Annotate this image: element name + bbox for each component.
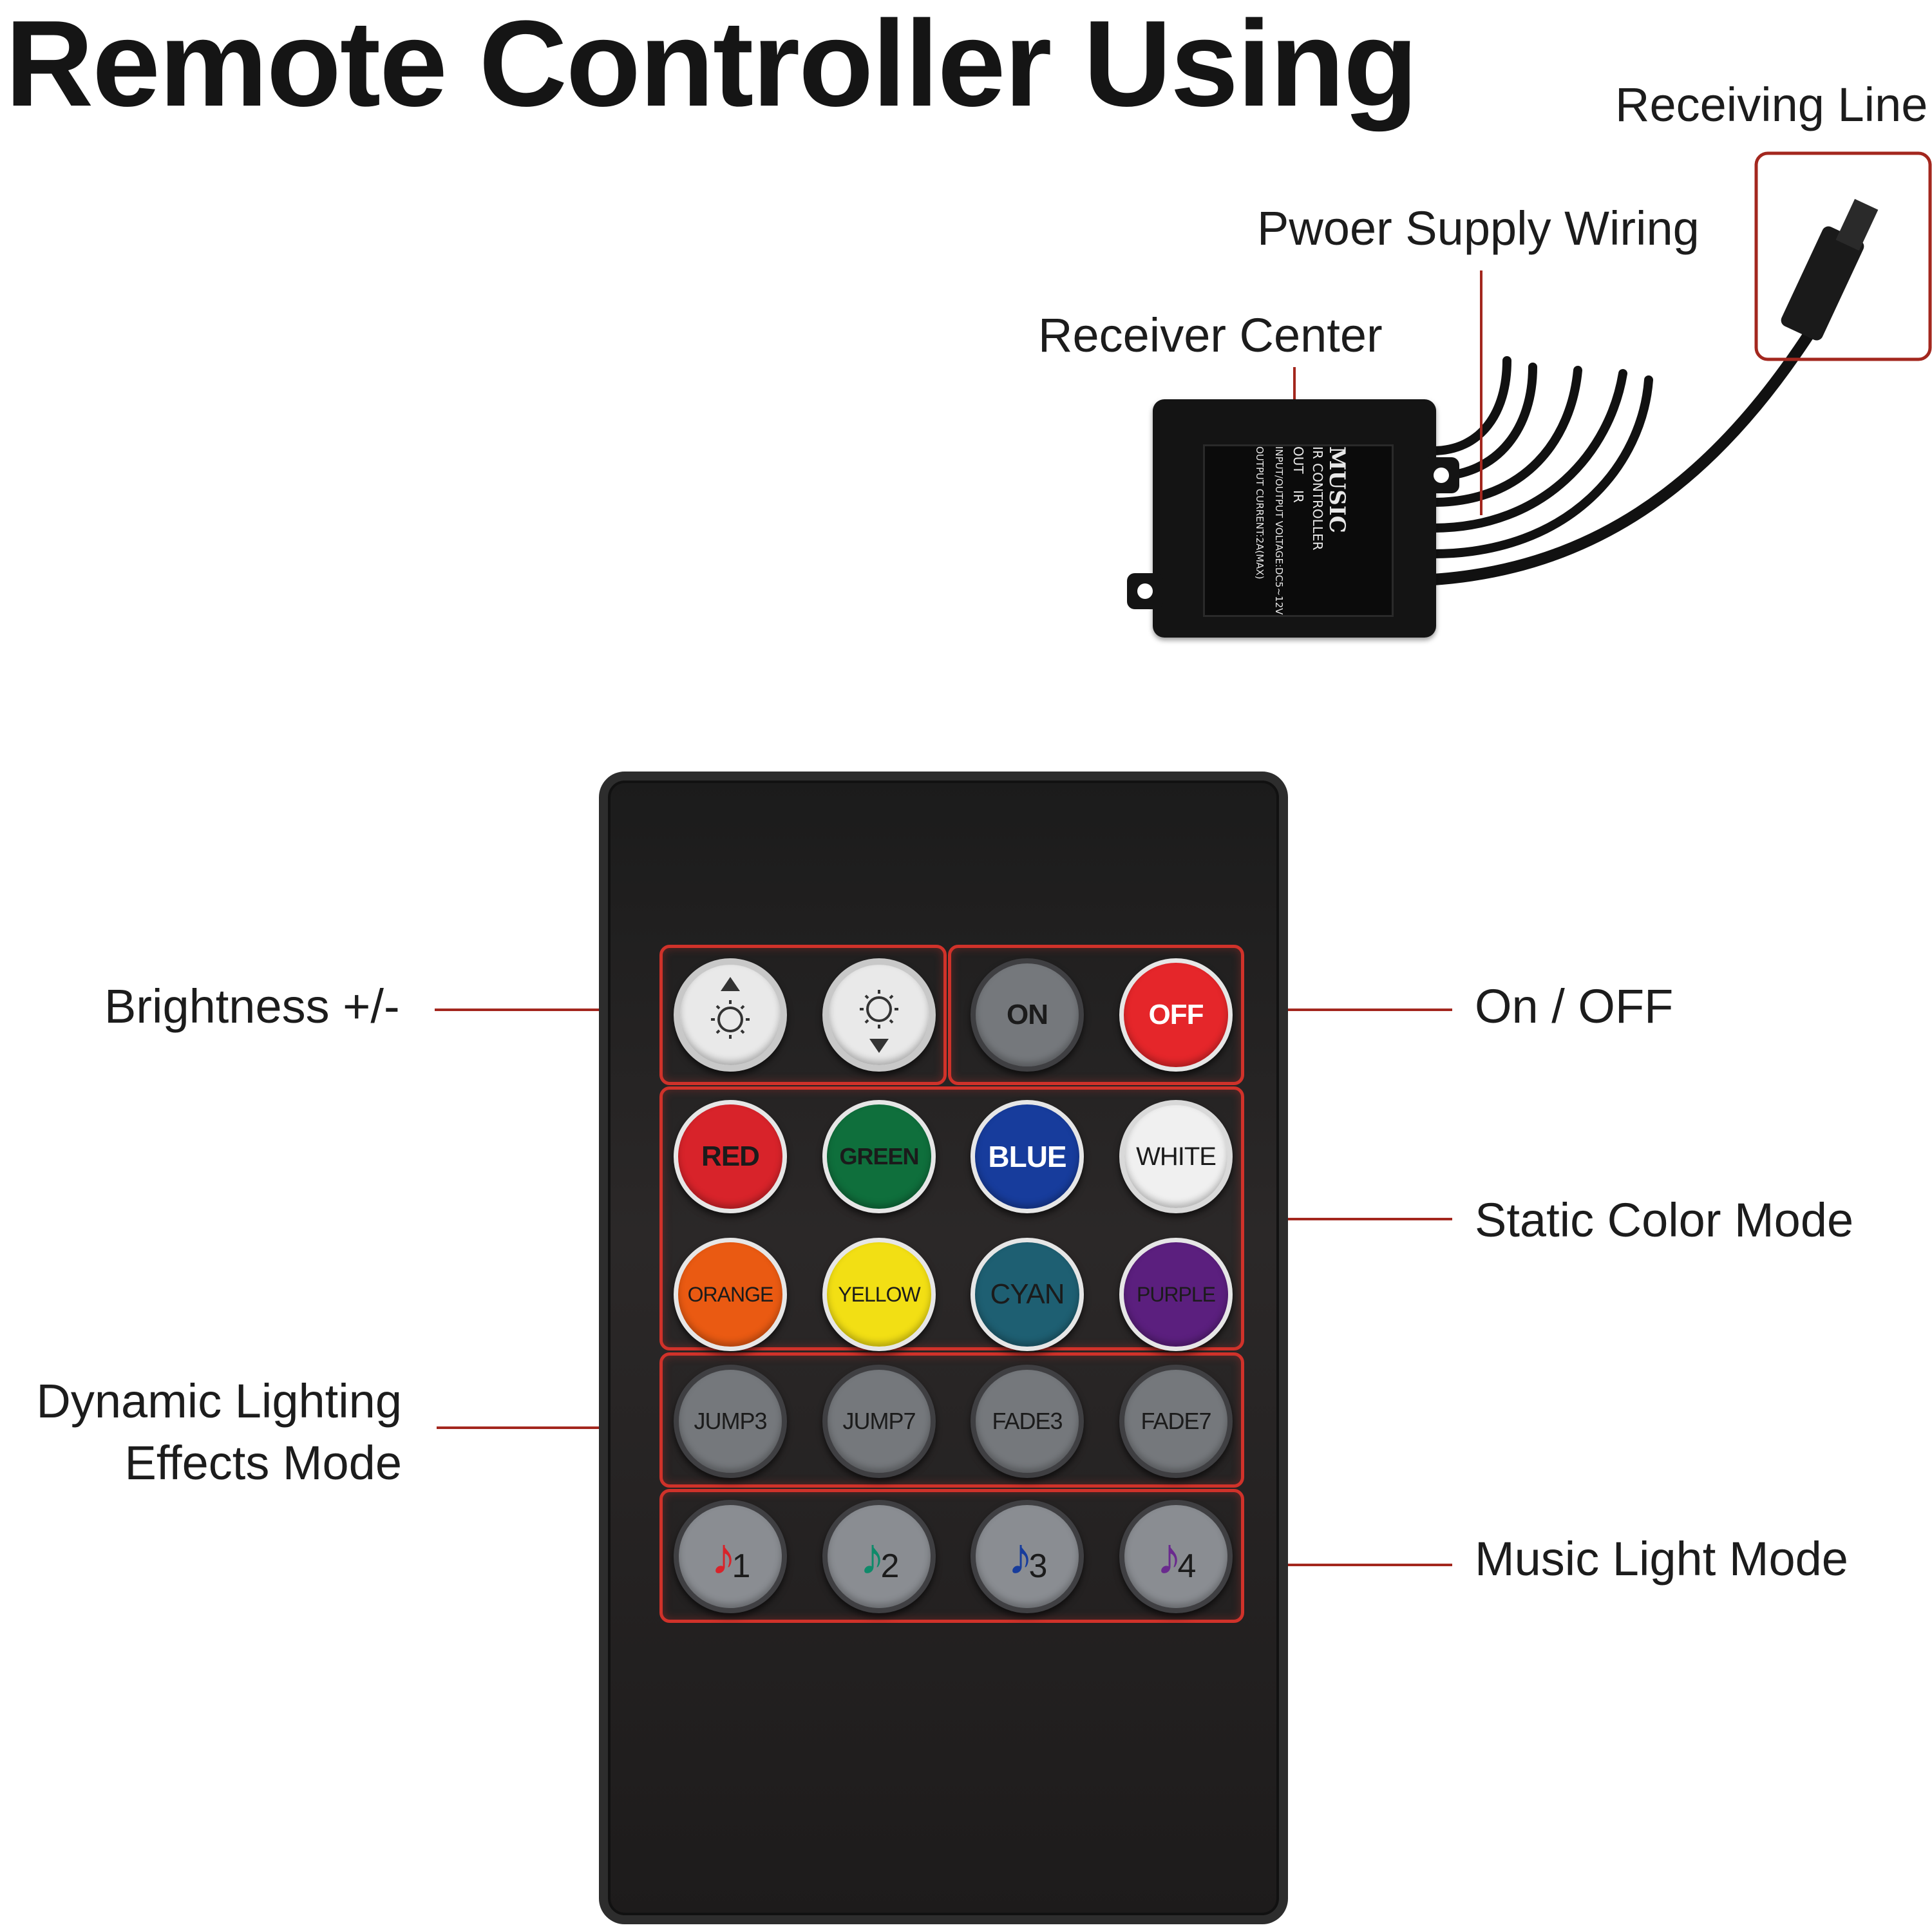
- music1-button-label: 1: [732, 1548, 751, 1585]
- receiver-line2: OUT IR: [1291, 446, 1306, 503]
- on-button[interactable]: ON: [971, 958, 1084, 1072]
- brightness-label: Brightness +/-: [104, 980, 400, 1033]
- page-title: Remote Controller Using: [5, 0, 1418, 132]
- cable-3: [1428, 366, 1582, 507]
- receiver-line1: IR CONTROLLER: [1310, 446, 1325, 551]
- receiving-line-box: [1754, 151, 1932, 361]
- receiver-center: MUSIC IR CONTROLLER OUT IR INPUT/OUTPUT …: [1127, 399, 1459, 638]
- jump7-button-label: JUMP7: [842, 1408, 916, 1434]
- on-off-label: On / OFF: [1475, 980, 1674, 1033]
- jump3-button-label: JUMP3: [694, 1408, 767, 1434]
- red-button[interactable]: RED: [674, 1100, 787, 1213]
- music4-button-label: 4: [1177, 1548, 1197, 1585]
- sun-down-icon: [860, 990, 898, 1053]
- yellow-button-label: YELLOW: [838, 1282, 920, 1306]
- dynamic-label-line1: Dynamic Lighting: [36, 1374, 402, 1428]
- yellow-button[interactable]: YELLOW: [822, 1238, 936, 1351]
- jump3-button[interactable]: JUMP3: [674, 1365, 787, 1478]
- receiver-line3: INPUT/OUTPUT VOLTAGE:DC5~12V: [1273, 446, 1285, 615]
- green-button[interactable]: GREEN: [822, 1100, 936, 1213]
- fade7-button-label: FADE7: [1141, 1408, 1211, 1434]
- purple-button[interactable]: PURPLE: [1119, 1238, 1233, 1351]
- jump7-button[interactable]: JUMP7: [822, 1365, 936, 1478]
- sun-up-icon: [711, 977, 750, 1039]
- static-color-label: Static Color Mode: [1475, 1193, 1854, 1247]
- off-button-label: OFF: [1148, 999, 1204, 1030]
- remote-controller: ON OFF RED GREEN BLUE WHITE ORANGE YELLO…: [599, 772, 1288, 1924]
- on-off-group: [948, 945, 1244, 1085]
- receiver-cables: [1427, 297, 1835, 585]
- dynamic-label-line2: Effects Mode: [124, 1436, 402, 1490]
- cable-5: [1428, 375, 1653, 558]
- music-mode-label: Music Light Mode: [1475, 1532, 1848, 1586]
- receiver-brand: MUSIC: [1324, 446, 1350, 533]
- brightness-up-button[interactable]: [674, 958, 787, 1072]
- music3-button[interactable]: ♪ 3: [971, 1500, 1084, 1613]
- receiver-label-text: MUSIC IR CONTROLLER OUT IR INPUT/OUTPUT …: [1250, 446, 1350, 615]
- music4-button[interactable]: ♪ 4: [1119, 1500, 1233, 1613]
- purple-button-label: PURPLE: [1136, 1282, 1216, 1306]
- white-button[interactable]: WHITE: [1119, 1100, 1233, 1213]
- blue-button-label: BLUE: [988, 1140, 1066, 1173]
- receiver-mount-ear: [1423, 457, 1459, 493]
- brightness-down-button[interactable]: [822, 958, 936, 1072]
- on-button-label: ON: [1007, 999, 1048, 1030]
- green-button-label: GREEN: [839, 1143, 919, 1170]
- music-group: [659, 1489, 1244, 1623]
- cable-6: [1427, 297, 1835, 585]
- white-button-label: WHITE: [1136, 1142, 1217, 1171]
- music-note-icon: ♪: [1156, 1528, 1182, 1585]
- music2-button-label: 2: [880, 1548, 900, 1585]
- receiver-label-plate: MUSIC IR CONTROLLER OUT IR INPUT/OUTPUT …: [1203, 444, 1394, 617]
- music3-button-label: 3: [1028, 1548, 1048, 1585]
- cable-4: [1428, 369, 1627, 533]
- fade3-button-label: FADE3: [992, 1408, 1063, 1434]
- receiver-mount-ear: [1127, 573, 1163, 609]
- music-note-icon: ♪: [859, 1528, 886, 1585]
- music-note-icon: ♪: [710, 1528, 737, 1585]
- cable-1: [1428, 356, 1511, 455]
- receiving-line-label: Receiving Line: [1615, 78, 1928, 131]
- red-button-label: RED: [701, 1141, 760, 1172]
- receiver-line4: OUTPUT CURRENT:2A(MAX): [1254, 446, 1265, 580]
- brightness-group: [659, 945, 947, 1085]
- cyan-button[interactable]: CYAN: [971, 1238, 1084, 1351]
- off-button[interactable]: OFF: [1119, 958, 1233, 1072]
- cyan-button-label: CYAN: [990, 1278, 1065, 1310]
- fade7-button[interactable]: FADE7: [1119, 1365, 1233, 1478]
- orange-button[interactable]: ORANGE: [674, 1238, 787, 1351]
- dynamic-group: [659, 1352, 1244, 1488]
- orange-button-label: ORANGE: [687, 1282, 774, 1306]
- music1-button[interactable]: ♪ 1: [674, 1500, 787, 1613]
- music2-button[interactable]: ♪ 2: [822, 1500, 936, 1613]
- receiver-center-label: Receiver Center: [1038, 308, 1383, 362]
- blue-button[interactable]: BLUE: [971, 1100, 1084, 1213]
- music-note-icon: ♪: [1007, 1528, 1034, 1585]
- fade3-button[interactable]: FADE3: [971, 1365, 1084, 1478]
- static-color-group: [659, 1086, 1244, 1350]
- receiving-plug: [1781, 198, 1879, 341]
- dynamic-lighting-label: Dynamic Lighting Effects Mode: [36, 1370, 402, 1494]
- power-supply-label: Pwoer Supply Wiring: [1257, 202, 1700, 255]
